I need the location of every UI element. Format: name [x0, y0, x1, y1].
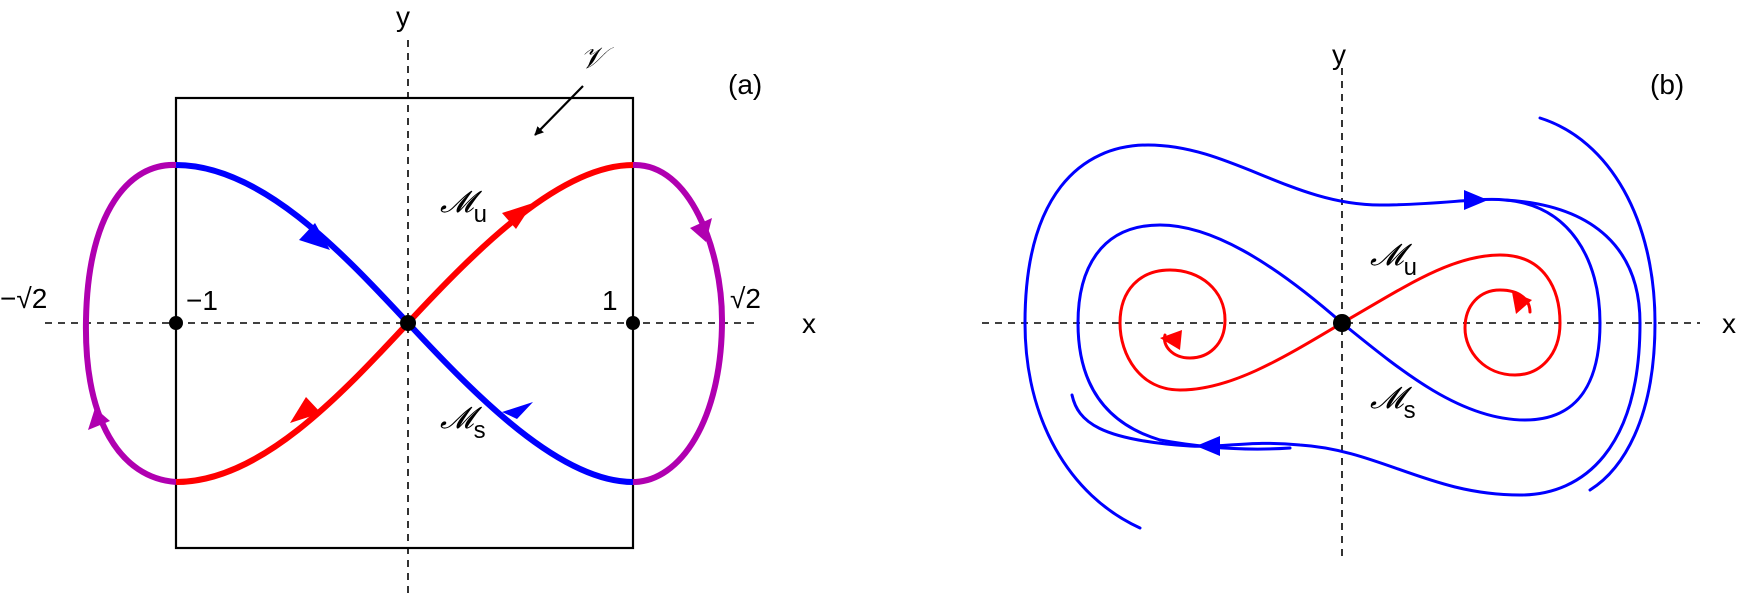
panel-b-y-axis-label: y	[1332, 39, 1346, 70]
outer-arc-right	[1538, 116, 1657, 492]
panel-a: x y 𝒱 (a) −√2 −1 1 √2	[0, 1, 816, 598]
unstable-manifold-b	[1340, 253, 1562, 377]
stable-manifold-b-right	[1340, 198, 1602, 422]
connector-arrow-right	[690, 218, 712, 242]
panel-b: x y (b) 𝓜u 𝓜s	[982, 39, 1736, 558]
stable-arrow-upper-left	[299, 223, 330, 250]
spiral-arrow-left	[1160, 330, 1182, 350]
unstable-manifold-label-a: 𝓜u	[440, 185, 487, 228]
outer-orbit-arrow-top	[1464, 190, 1488, 210]
region-v-arrow	[534, 85, 584, 136]
unstable-manifold-label-b: 𝓜u	[1370, 238, 1417, 281]
panel-a-label: (a)	[728, 69, 762, 100]
tick-sqrt2: √2	[730, 283, 761, 314]
unstable-arrow-ne	[502, 203, 533, 229]
stable-manifold-label-b: 𝓜s	[1370, 381, 1416, 424]
tick-neg1: −1	[186, 285, 218, 316]
fixed-point-pos1	[626, 316, 640, 330]
spiral-arrow-right	[1512, 292, 1532, 314]
outer-orbit-arrow-bottom	[1196, 436, 1220, 456]
stable-manifold-b	[1076, 223, 1344, 451]
fixed-point-origin-b	[1333, 314, 1351, 332]
tick-neg-sqrt2: −√2	[0, 283, 47, 314]
fixed-point-neg1	[169, 316, 183, 330]
stable-manifold-label-a: 𝓜s	[440, 401, 486, 444]
unstable-manifold-b-left	[1118, 268, 1344, 392]
outer-orbit	[1023, 143, 1642, 530]
connector-right	[632, 161, 725, 485]
fixed-point-origin-a	[400, 315, 416, 331]
unstable-arrow-sw	[290, 397, 321, 423]
panel-b-label: (b)	[1650, 69, 1684, 100]
connector-arrow-left	[88, 408, 110, 430]
connector-left	[82, 161, 177, 485]
panel-a-y-axis-label: y	[396, 1, 410, 32]
panel-b-x-axis-label: x	[1722, 308, 1736, 339]
region-v-label: 𝒱	[580, 41, 614, 76]
stable-arrow-lower-right	[502, 402, 533, 419]
tick-pos1: 1	[602, 285, 618, 316]
panel-a-x-axis-label: x	[802, 308, 816, 339]
